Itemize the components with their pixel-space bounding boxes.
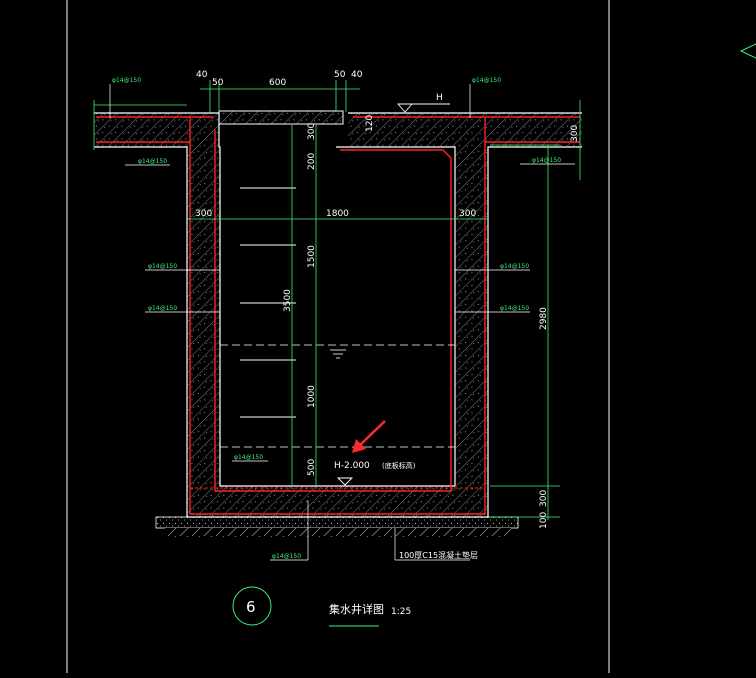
right-wall (455, 145, 488, 517)
dim-v-300-top: 300 (307, 123, 317, 140)
dim-top-50-right: 50 (334, 70, 346, 80)
rebar-leaders (109, 84, 575, 561)
pointer-arrow-icon (352, 420, 386, 453)
dim-v-1500: 1500 (307, 245, 317, 268)
level-top-marker-icon (397, 103, 450, 113)
dim-slab-120: 120 (365, 115, 375, 132)
rebar-label-wall-right-2: φ14@150 (500, 305, 529, 312)
rebar-label-wall-left-2: φ14@150 (148, 305, 177, 312)
dim-top-40-right: 40 (351, 70, 363, 80)
rebar-label-wall-left-1: φ14@150 (148, 263, 177, 270)
level-bottom-marker-icon (336, 477, 354, 486)
dim-right-2980: 2980 (539, 307, 549, 330)
cushion-layer (155, 516, 519, 529)
rebar-slab-inner (96, 141, 580, 515)
manhole-cover (218, 110, 344, 125)
level-top-text: H (436, 93, 443, 103)
dim-v-200: 200 (307, 153, 317, 170)
level-bottom-text: H-2.000 (334, 461, 370, 471)
outline-left (94, 112, 455, 487)
outline-outer (94, 146, 582, 518)
earth-fill (165, 528, 511, 537)
rebar-label-top-left: φ14@150 (112, 77, 141, 84)
dim-v-500: 500 (307, 459, 317, 476)
corner-arrow-icon (739, 43, 756, 59)
dim-h-1800: 1800 (326, 209, 349, 219)
dim-v-3500: 3500 (283, 289, 293, 312)
dim-h-300-right: 300 (459, 209, 476, 219)
rebar-label-slab-left: φ14@150 (138, 158, 167, 165)
dim-top-40-left: 40 (196, 70, 208, 80)
cushion-note: 100厚C15混凝土垫层 (399, 550, 478, 560)
rebar-label-slab-right: φ14@150 (532, 157, 561, 164)
ladder-rungs (240, 187, 296, 418)
dim-top-50-left: 50 (212, 78, 224, 88)
dim-right-100: 100 (539, 512, 549, 529)
level-bottom-note: (底板标高) (382, 461, 416, 470)
rebar-label-base-bottom: φ14@150 (272, 553, 301, 560)
rebar-label-top-right: φ14@150 (472, 77, 501, 84)
detail-number-circle (232, 586, 272, 626)
dim-right-300-bottom: 300 (539, 490, 549, 507)
drawing-title: 集水井详图 (329, 602, 384, 616)
rebar-label-wall-right-1: φ14@150 (500, 263, 529, 270)
drawing-scale: 1:25 (391, 607, 411, 617)
dim-v-1000: 1000 (307, 385, 317, 408)
dim-h-300-left: 300 (195, 209, 212, 219)
outline-inner (336, 146, 456, 486)
water-level-icon (330, 349, 346, 359)
rebar-wall-inner (214, 130, 452, 492)
sump-interior (220, 147, 455, 486)
dim-top-600: 600 (269, 78, 286, 88)
dimension-lines (93, 80, 581, 520)
dim-right-300-top: 300 (570, 125, 580, 142)
rebar-label-base-inner: φ14@150 (234, 454, 263, 461)
detail-number: 6 (246, 598, 256, 616)
